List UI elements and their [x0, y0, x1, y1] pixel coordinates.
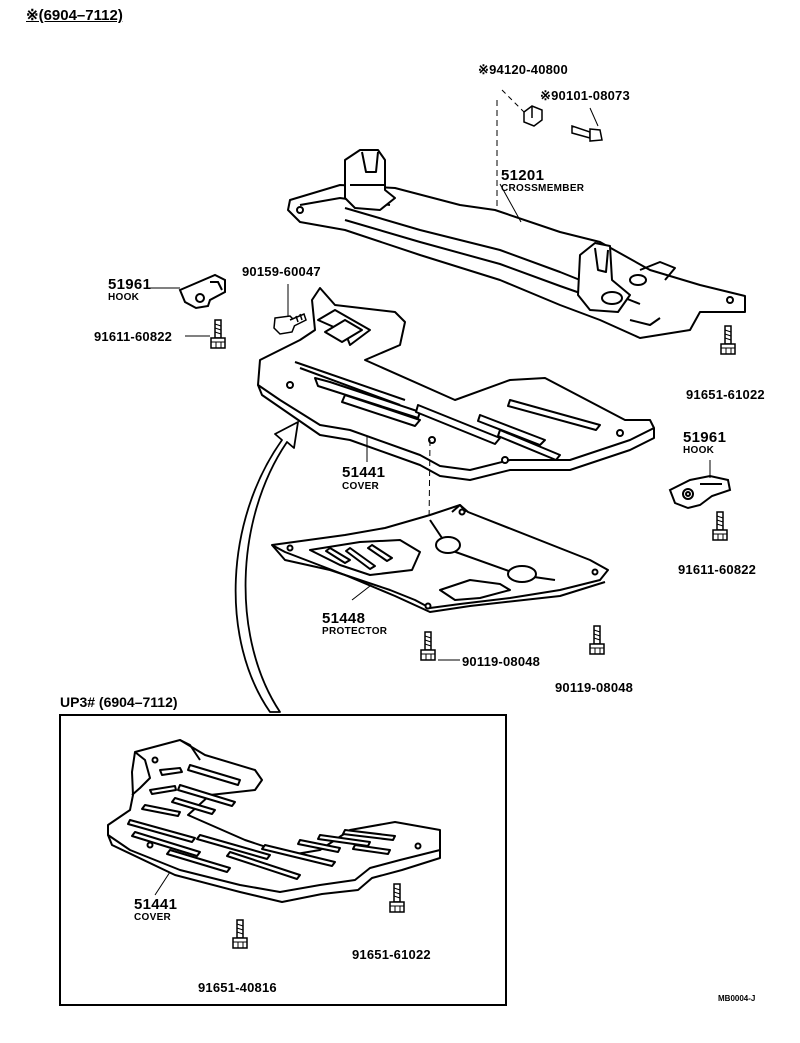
hook-right-number: 51961 — [683, 429, 727, 446]
inset-cover-label: COVER — [134, 912, 172, 923]
protector-drawing — [271, 504, 609, 613]
part-number-inset-bolt-right: 91651-61022 — [352, 947, 431, 962]
hook-right-icon — [668, 474, 732, 510]
part-number-bolt-hook-right: 91611-60822 — [678, 562, 757, 577]
protector-label: PROTECTOR — [322, 626, 388, 637]
crossmember-label: CROSSMEMBER — [501, 183, 585, 194]
part-number-inset-bolt-left: 91651-40816 — [198, 980, 277, 995]
figure-code: MB0004-J — [718, 994, 756, 1003]
hook-right-label: HOOK — [683, 445, 715, 456]
part-number-bolt-protector-left: 90119-08048 — [462, 654, 541, 669]
part-number-bolt-right-top: 91651-61022 — [686, 387, 765, 402]
part-number-bolt-top: ※90101-08073 — [540, 88, 630, 103]
part-number-bolt-protector-right: 90119-08048 — [555, 680, 634, 695]
hook-left-icon — [178, 273, 226, 310]
crossmember-number: 51201 — [501, 167, 545, 184]
inset-frame — [59, 714, 507, 1006]
inset-cover-number: 51441 — [134, 896, 178, 913]
bolt-90101-icon — [571, 124, 603, 142]
bolt-hook-right-icon — [712, 511, 728, 541]
reference-arrow — [234, 421, 299, 713]
cover-label: COVER — [342, 481, 380, 492]
cover-number: 51441 — [342, 464, 386, 481]
bolt-inset-right-icon — [389, 883, 405, 913]
bolt-protector-left-icon — [420, 631, 436, 661]
bolt-right-top-icon — [720, 325, 736, 355]
cover-drawing — [257, 287, 655, 481]
hook-left-label: HOOK — [108, 292, 140, 303]
bolt-hook-left-icon — [210, 319, 226, 349]
nut-94120-icon — [523, 105, 543, 127]
bolt-protector-right-icon — [589, 625, 605, 655]
part-number-nut: ※94120-40800 — [478, 62, 568, 77]
inset-cover-drawing — [107, 739, 441, 903]
hook-left-number: 51961 — [108, 276, 152, 293]
crossmember-drawing — [287, 149, 746, 339]
bolt-inset-left-icon — [232, 919, 248, 949]
inset-title: UP3# (6904–7112) — [60, 694, 178, 710]
protector-number: 51448 — [322, 610, 366, 627]
part-number-bolt-hook-left: 91611-60822 — [94, 329, 173, 344]
page-title: ※(6904–7112) — [26, 7, 123, 24]
screw-90159-icon — [273, 312, 307, 335]
part-number-screw: 90159-60047 — [242, 264, 321, 279]
